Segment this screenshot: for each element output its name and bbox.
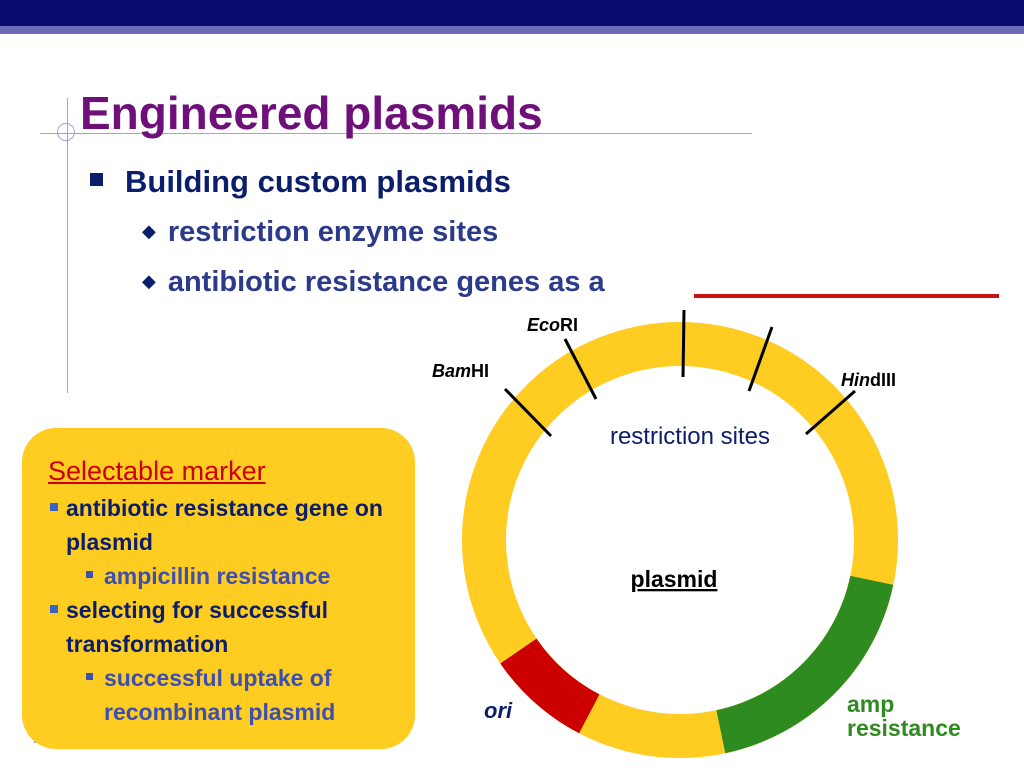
bamhi-italic: Bam — [432, 361, 471, 381]
callout-item-text: selecting for successful transformation — [66, 597, 329, 657]
restriction-sites-label: restriction sites — [610, 423, 770, 450]
diamond-bullet-icon: ◆ — [142, 271, 156, 291]
callout-item: selecting for successful transformation — [48, 593, 397, 661]
guide-crosshair-icon — [57, 123, 75, 141]
ori-region — [500, 638, 600, 734]
bamhi-label: BamHI — [432, 361, 489, 381]
plasmid-label: plasmid — [631, 566, 718, 592]
square-bullet-icon — [90, 173, 103, 186]
restriction-site-tick — [747, 326, 774, 392]
sub-bullet-text: restriction enzyme sites — [167, 216, 499, 248]
selectable-marker-callout: Selectable marker antibiotic resistance … — [22, 428, 415, 749]
sub-bullet-text: antibiotic resistance genes as a — [167, 266, 605, 298]
sub-bullet-restriction: ◆ restriction enzyme sites — [142, 216, 498, 249]
ecori-italic: Eco — [527, 315, 560, 335]
amp-label-line2: resistance — [847, 715, 961, 741]
ecori-plain: RI — [560, 315, 578, 335]
hindiii-italic: Hin — [841, 370, 870, 390]
callout-item-text: antibiotic resistance gene on plasmid — [66, 495, 383, 555]
callout-subitem-text: successful uptake of recombinant plasmid — [104, 665, 336, 725]
diamond-bullet-icon: ◆ — [142, 221, 156, 241]
callout-subitem-text: ampicillin resistance — [104, 563, 331, 589]
ecori-site-tick — [563, 338, 598, 400]
hindiii-plain: dIII — [870, 370, 896, 390]
square-bullet-icon — [50, 605, 58, 613]
callout-subitem: ampicillin resistance — [48, 559, 397, 593]
bullet-main: Building custom plasmids — [90, 164, 511, 200]
callout-item: antibiotic resistance gene on plasmid — [48, 491, 397, 559]
square-bullet-icon — [50, 503, 58, 511]
bamhi-site-tick — [503, 387, 553, 438]
fill-in-blank-line — [694, 294, 999, 298]
hindiii-label: HindIII — [841, 370, 896, 390]
sub-bullet-antibiotic: ◆ antibiotic resistance genes as a — [142, 266, 605, 299]
callout-subitem: successful uptake of recombinant plasmid — [48, 661, 397, 729]
title-guide-line — [40, 133, 752, 134]
restriction-site-tick — [681, 309, 686, 378]
amp-label-line1: amp — [847, 691, 894, 717]
bullet-main-text: Building custom plasmids — [125, 164, 511, 199]
ori-label: ori — [484, 698, 513, 723]
square-bullet-icon — [86, 571, 93, 578]
callout-heading: Selectable marker — [48, 456, 266, 486]
amp-resistance-region — [716, 575, 894, 754]
vertical-guide-line — [67, 98, 68, 393]
slide-title: Engineered plasmids — [80, 87, 543, 139]
square-bullet-icon — [86, 673, 93, 680]
plasmid-ring — [462, 322, 898, 758]
slide-top-stripe — [0, 26, 1024, 34]
slide-top-bar — [0, 0, 1024, 26]
bamhi-plain: HI — [471, 361, 489, 381]
hindiii-site-tick — [805, 389, 856, 436]
ecori-label: EcoRI — [527, 315, 578, 335]
